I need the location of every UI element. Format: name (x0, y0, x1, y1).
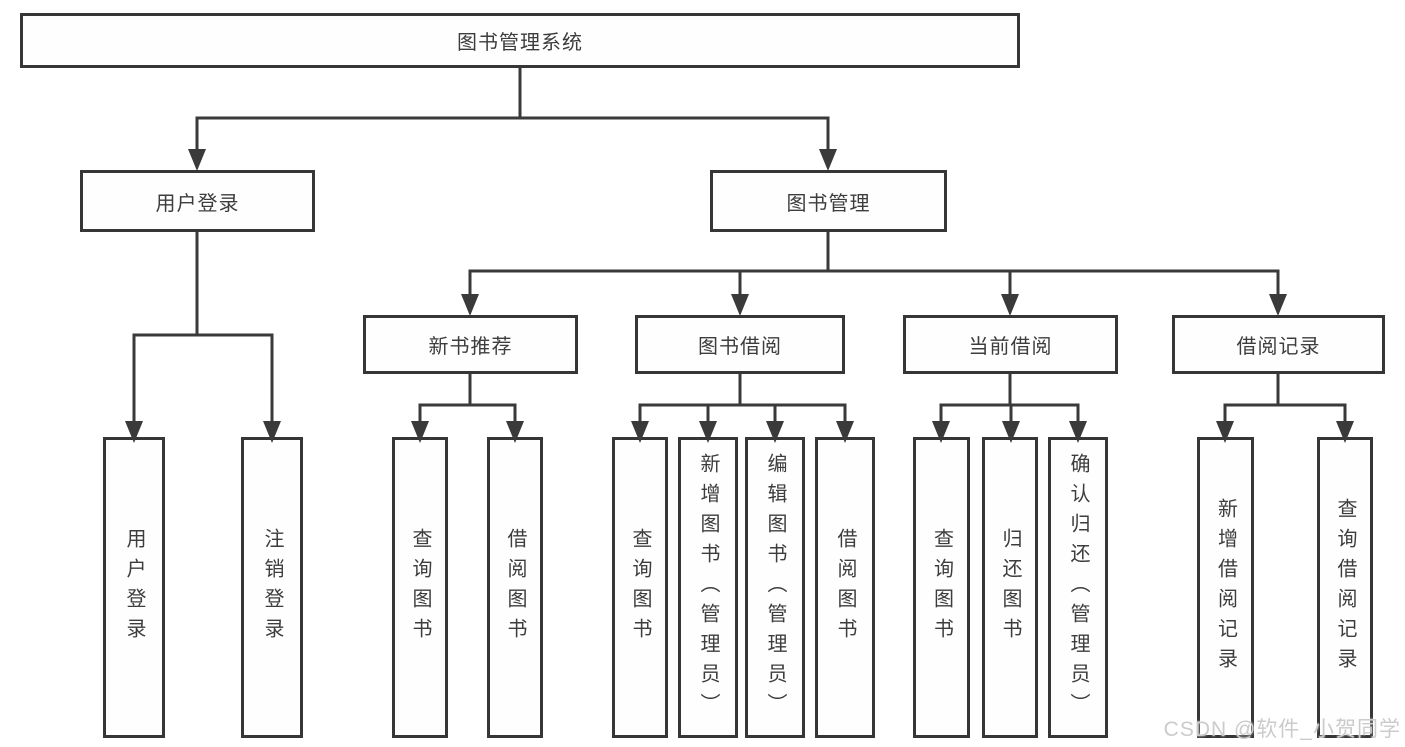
node-label: 图书借阅 (698, 336, 782, 358)
node-user-login: 用户登录 (80, 170, 315, 232)
node-label: 图书管理系统 (457, 32, 583, 54)
node-current-borrowing: 当前借阅 (903, 315, 1118, 374)
node-label: 借阅图书 (504, 527, 526, 648)
node-label: 当前借阅 (968, 336, 1053, 358)
node-label: 新书推荐 (428, 336, 513, 358)
csdn-watermark: CSDN @软件_小贺同学 (1163, 718, 1401, 741)
node-label: 查询图书 (629, 527, 651, 648)
leaf-add-book-admin: 新增图书（管理员） (678, 437, 738, 738)
leaf-add-borrow-record: 新增借阅记录 (1197, 437, 1254, 738)
leaf-query-borrow-record: 查询借阅记录 (1317, 437, 1373, 738)
leaf-borrow-books-recommend: 借阅图书 (487, 437, 543, 738)
node-label: 新增借阅记录 (1214, 497, 1237, 678)
node-system-root: 图书管理系统 (20, 13, 1020, 68)
node-new-book-recommend: 新书推荐 (363, 315, 578, 374)
node-label: 用户登录 (123, 527, 145, 648)
leaf-user-login: 用户登录 (103, 437, 165, 738)
leaf-borrow-books-borrowing: 借阅图书 (815, 437, 875, 738)
node-label: 新增图书（管理员） (697, 452, 719, 723)
node-borrowing-records: 借阅记录 (1172, 315, 1385, 374)
leaf-edit-book-admin: 编辑图书（管理员） (745, 437, 805, 738)
node-label: 图书管理 (786, 192, 871, 215)
leaf-query-books-current: 查询图书 (913, 437, 970, 738)
leaf-query-books-recommend: 查询图书 (392, 437, 448, 738)
node-label: 归还图书 (999, 527, 1021, 648)
leaf-return-books: 归还图书 (982, 437, 1038, 738)
node-label: 用户登录 (155, 192, 240, 215)
node-book-management: 图书管理 (710, 170, 947, 232)
node-book-borrowing: 图书借阅 (635, 315, 845, 374)
leaf-confirm-return-admin: 确认归还（管理员） (1048, 437, 1108, 738)
node-label: 借阅记录 (1236, 336, 1321, 358)
node-label: 确认归还（管理员） (1067, 452, 1089, 723)
leaf-query-books-borrowing: 查询图书 (612, 437, 668, 738)
node-label: 编辑图书（管理员） (764, 452, 786, 723)
leaf-logout: 注销登录 (241, 437, 303, 738)
node-label: 注销登录 (261, 527, 283, 648)
node-label: 查询图书 (930, 527, 953, 648)
node-label: 查询借阅记录 (1334, 497, 1356, 678)
node-label: 查询图书 (409, 527, 431, 648)
node-label: 借阅图书 (834, 527, 856, 648)
